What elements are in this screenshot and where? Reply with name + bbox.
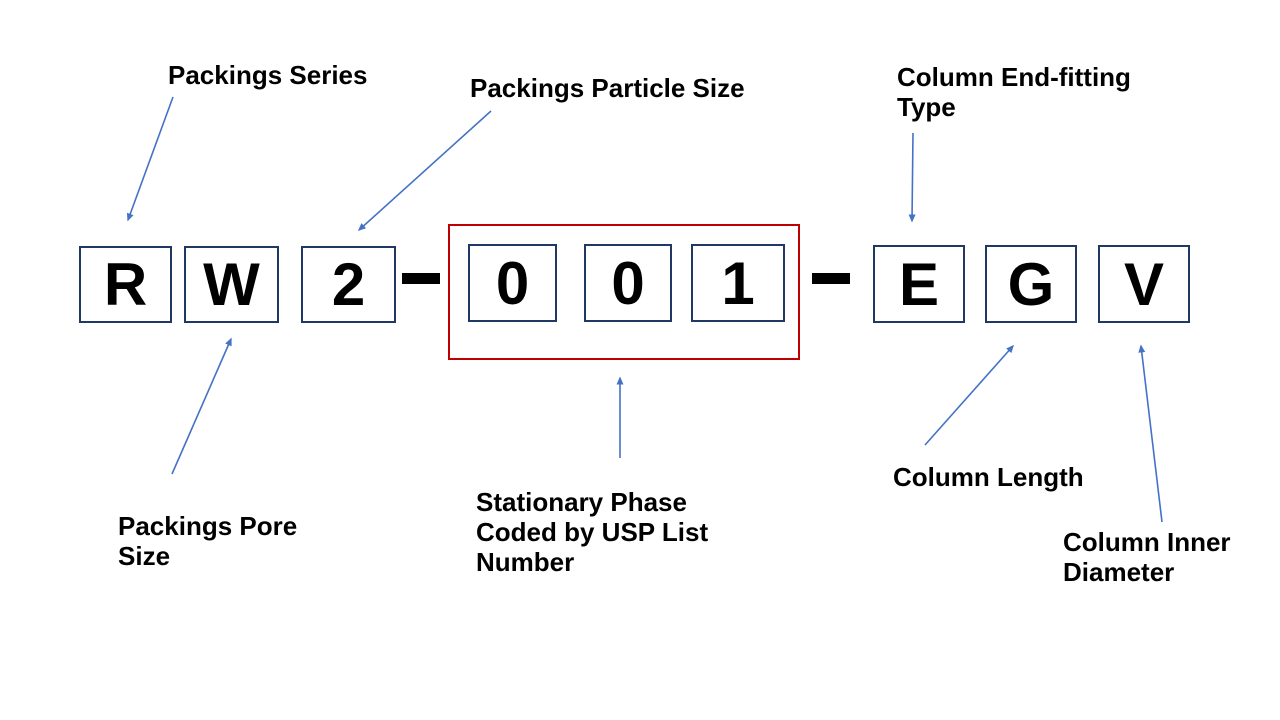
label-column-end-fitting-type: Column End-fitting Type: [897, 62, 1131, 122]
label-column-length: Column Length: [893, 462, 1084, 492]
arrow-packings-particle-size: [357, 110, 492, 232]
code-box-packings-pore-size: W: [184, 246, 279, 323]
arrow-packings-series: [126, 96, 174, 222]
label-packings-pore-size: Packings Pore Size: [118, 511, 298, 571]
arrow-column-end-fitting-type: [908, 132, 916, 223]
code-box-column-end-fitting: E: [873, 245, 965, 323]
dash-separator-2: [812, 273, 850, 284]
arrow-column-inner-diameter: [1138, 344, 1163, 523]
arrow-column-length: [924, 344, 1014, 446]
arrow-packings-pore-size: [171, 337, 232, 475]
label-packings-particle-size: Packings Particle Size: [470, 73, 745, 103]
label-packings-series: Packings Series: [168, 60, 368, 90]
code-box-column-inner-diameter: V: [1098, 245, 1190, 323]
code-box-column-length: G: [985, 245, 1077, 323]
code-box-usp-digit-2: 0: [584, 244, 672, 322]
dash-separator-1: [402, 273, 440, 284]
code-box-packings-particle-size: 2: [301, 246, 396, 323]
label-column-inner-diameter: Column Inner Diameter: [1063, 527, 1231, 587]
code-box-usp-digit-1: 0: [468, 244, 557, 322]
usp-highlight-box: [448, 224, 800, 360]
code-box-packings-series: R: [79, 246, 172, 323]
label-stationary-phase-usp: Stationary Phase Coded by USP List Numbe…: [476, 487, 709, 577]
code-box-usp-digit-3: 1: [691, 244, 785, 322]
